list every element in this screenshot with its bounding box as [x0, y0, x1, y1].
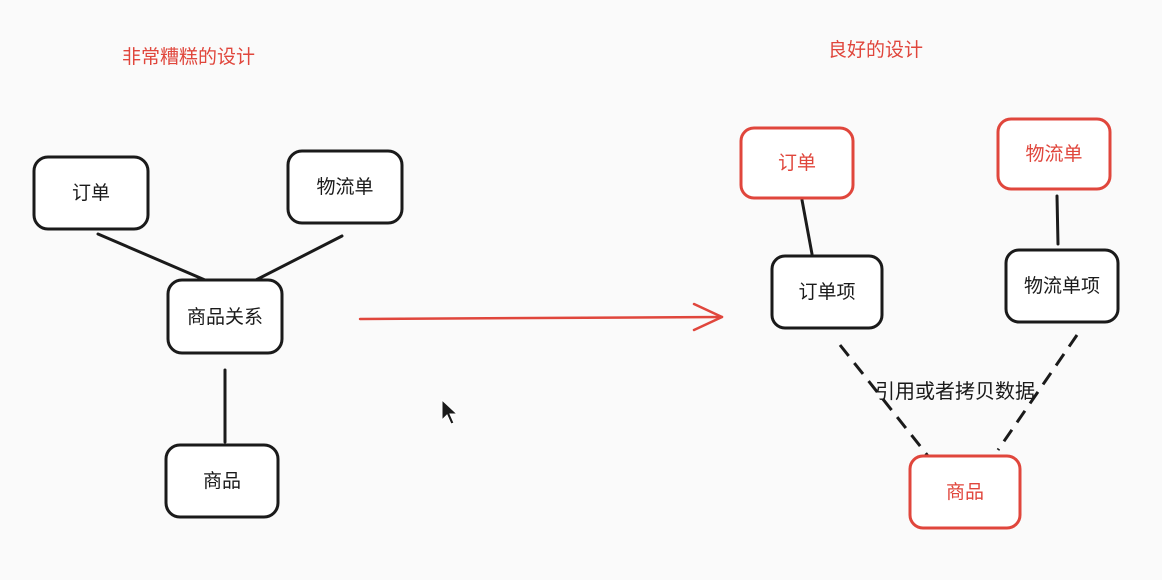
- connector-orderitem-to-product: [838, 344, 930, 457]
- bad-design-title: 非常糟糕的设计: [122, 46, 255, 68]
- bad-logistics-box: [286, 149, 404, 225]
- good-order-label: 订单: [778, 152, 816, 174]
- bad-order-label: 订单: [72, 182, 110, 204]
- bad-product-box: [164, 443, 280, 519]
- connector-logistics-to-relation: [250, 234, 344, 284]
- good-logistics-label: 物流单: [1025, 143, 1082, 165]
- good-logistics-item-node: 物流单项: [1004, 248, 1120, 324]
- bad-product-relation-box: [166, 278, 284, 355]
- bad-logistics-node: 物流单: [286, 149, 404, 225]
- good-logistics-item-label: 物流单项: [1024, 275, 1100, 297]
- good-design-title: 良好的设计: [828, 39, 923, 61]
- bad-order-node: 订单: [32, 155, 150, 231]
- bad-product-relation-node: 商品关系: [166, 278, 284, 355]
- connector-order-to-orderitem: [800, 198, 814, 256]
- good-order-item-box: [770, 254, 884, 330]
- good-order-item-node: 订单项: [770, 254, 884, 330]
- bad-logistics-label: 物流单: [316, 176, 373, 198]
- good-logistics-box: [996, 117, 1112, 191]
- connector-order-to-relation: [96, 232, 207, 282]
- connector-logisticsitem-to-product: [996, 334, 1079, 451]
- good-logistics-node: 物流单: [996, 117, 1112, 191]
- arrow-head: [692, 302, 724, 332]
- good-product-node: 商品: [908, 454, 1022, 530]
- good-product-label: 商品: [946, 481, 984, 503]
- good-order-box: [739, 126, 855, 200]
- good-order-item-label: 订单项: [798, 281, 855, 303]
- reference-note: 引用或者拷贝数据: [875, 379, 1035, 403]
- bad-order-box: [32, 155, 150, 231]
- arrow-shaft: [358, 315, 724, 321]
- mouse-pointer-icon: [441, 398, 459, 425]
- good-product-box: [908, 454, 1022, 530]
- bad-product-node: 商品: [164, 443, 280, 519]
- connector-logistics-to-logisticsitem: [1055, 194, 1060, 246]
- bad-product-relation-label: 商品关系: [187, 306, 263, 328]
- good-logistics-item-box: [1004, 248, 1120, 324]
- arrow-right-icon: [358, 302, 724, 332]
- bad-design-connectors: [96, 232, 344, 444]
- bad-product-label: 商品: [203, 470, 241, 492]
- reference-connectors: [838, 334, 1079, 457]
- good-design-connectors: [800, 194, 1060, 256]
- good-order-node: 订单: [739, 126, 855, 200]
